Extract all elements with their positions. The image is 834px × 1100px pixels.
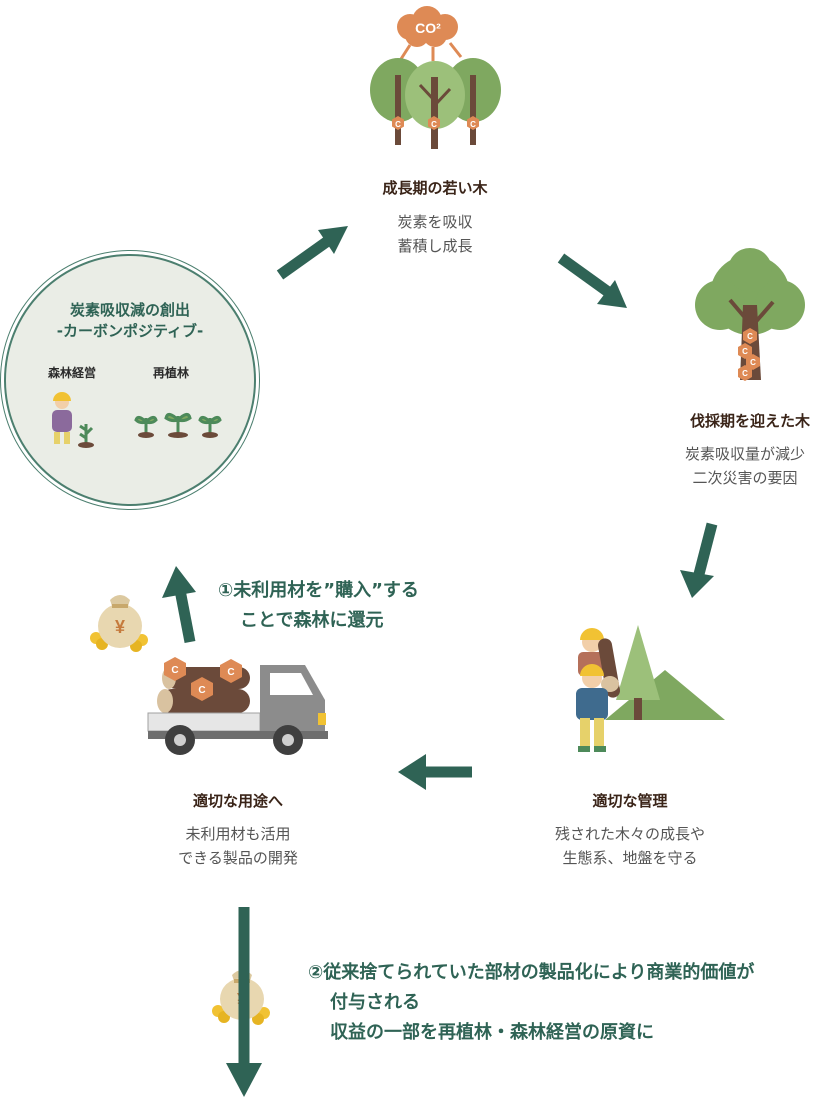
money-bag-icon: ¥	[90, 595, 148, 652]
carbon-positive-circle: 炭素吸収減の創出 -カーボンポジティブ- 森林経営 再植林	[4, 254, 256, 506]
co2-cloud-icon: CO²	[397, 6, 458, 47]
revenue-note-line2: 付与される	[330, 992, 420, 1013]
svg-text:C: C	[171, 665, 178, 676]
svg-text:C: C	[395, 120, 401, 129]
revenue-note-line1: ②従来捨てられていた部材の製品化により商業的価値が	[308, 962, 755, 983]
young-tree-desc-line2: 蓄積し成長	[397, 237, 473, 255]
arrow-to-use	[398, 754, 472, 790]
young-trees-illustration: CO² C C C	[370, 6, 501, 149]
circle-title-line1: 炭素吸収減の創出	[69, 301, 190, 319]
use-title: 適切な用途へ	[192, 792, 283, 810]
planting-worker-illustration	[52, 392, 94, 448]
revenue-note-line3: 収益の一部を再植林・森林経営の原資に	[330, 1022, 654, 1043]
forest-management-illustration	[576, 625, 725, 752]
forest-management-label: 森林経営	[48, 366, 97, 380]
svg-text:C: C	[198, 685, 205, 696]
arrow-to-harvest-tree	[557, 253, 627, 308]
young-tree-title: 成長期の若い木	[382, 179, 488, 197]
arrow-to-circle	[162, 566, 196, 644]
log-truck-illustration: C C C	[147, 657, 328, 755]
harvest-tree-desc-line2: 二次災害の要因	[692, 469, 798, 487]
harvest-tree-title: 伐採期を迎えた木	[689, 412, 810, 430]
seedlings-illustration	[134, 413, 222, 438]
management-desc-line2: 生態系、地盤を守る	[562, 849, 698, 867]
purchase-note: ①未利用材を”購入”する ことで森林に還元	[218, 576, 419, 636]
revenue-note: ②従来捨てられていた部材の製品化により商業的価値が 付与される 収益の一部を再植…	[308, 958, 754, 1048]
svg-text:C: C	[742, 347, 748, 356]
purchase-note-line1: ①未利用材を”購入”する	[218, 580, 419, 601]
circle-title-line2: -カーボンポジティブ-	[56, 322, 204, 340]
svg-text:CO²: CO²	[415, 20, 441, 36]
svg-text:C: C	[742, 369, 748, 378]
svg-text:¥: ¥	[115, 617, 125, 637]
harvest-tree-desc-line1: 炭素吸収量が減少	[684, 445, 805, 463]
carbon-badge-stack: C C C C	[738, 328, 760, 381]
arrow-down-revenue	[226, 907, 262, 1097]
svg-text:C: C	[431, 120, 437, 129]
management-title: 適切な管理	[592, 792, 668, 810]
svg-text:C: C	[470, 120, 476, 129]
arrow-to-management	[680, 522, 718, 598]
circle-title: 炭素吸収減の創出 -カーボンポジティブ-	[6, 300, 254, 342]
use-desc-line2: できる製品の開発	[178, 849, 298, 867]
svg-text:C: C	[747, 332, 753, 341]
young-tree-desc-line1: 炭素を吸収	[397, 213, 473, 231]
mature-tree-illustration: C C C C	[695, 248, 805, 381]
purchase-note-line2: ことで森林に還元	[240, 610, 384, 631]
reforestation-label: 再植林	[153, 366, 190, 380]
use-desc-line1: 未利用材も活用	[185, 825, 291, 843]
arrow-to-young-trees	[276, 226, 348, 280]
svg-text:C: C	[750, 358, 756, 367]
svg-text:C: C	[227, 667, 234, 678]
management-desc-line1: 残された木々の成長や	[554, 825, 705, 843]
